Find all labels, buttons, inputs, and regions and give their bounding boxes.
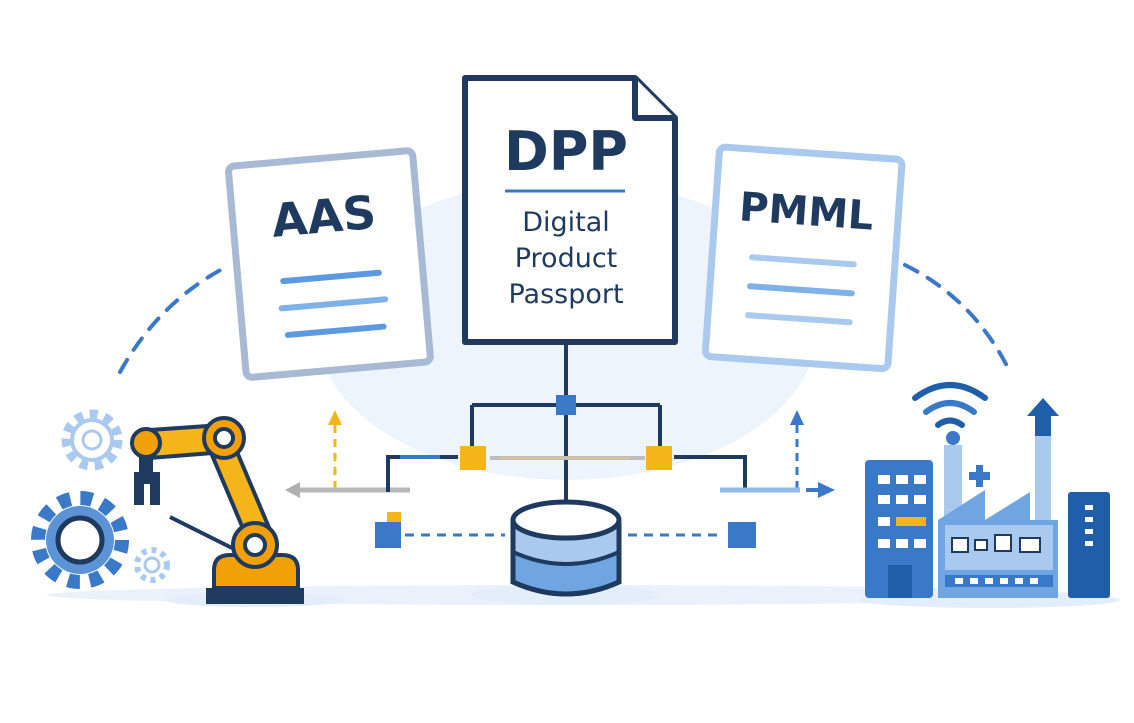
dpp-subtitle-line-2: Product [515,243,618,274]
pmml-label: PMML [738,184,875,239]
aas-label: AAS [269,185,378,248]
left-connectors [285,410,505,548]
node-right-yellow [646,446,672,470]
tree-connector [460,342,672,500]
database-icon [471,499,661,605]
factory-icon [860,398,1120,608]
node-left-yellow [460,446,486,470]
robot-arm-icon [130,416,345,607]
right-connectors [628,410,835,548]
dashed-arc-right [903,263,1012,374]
tree-hub-node [556,395,576,415]
large-gear-icon [31,491,129,589]
node-left-blue [375,522,401,548]
dpp-label: DPP [504,120,628,183]
small-gear-icon [61,409,123,471]
left-arrow-icon [285,482,300,498]
node-right-blue [728,522,756,548]
tiny-gear-icon [134,547,170,583]
pmml-document: PMML [701,143,906,373]
wifi-icon [912,382,988,428]
aas-document: AAS [225,147,434,381]
gears-icon [31,409,170,589]
dpp-document: DPP Digital Product Passport [462,75,678,345]
dpp-subtitle-line-3: Passport [508,279,623,310]
up-arrow-icon [1027,398,1059,436]
dashed-arc-left [118,263,232,374]
right-arrow-icon [818,482,835,498]
dpp-subtitle-line-1: Digital [522,207,610,238]
